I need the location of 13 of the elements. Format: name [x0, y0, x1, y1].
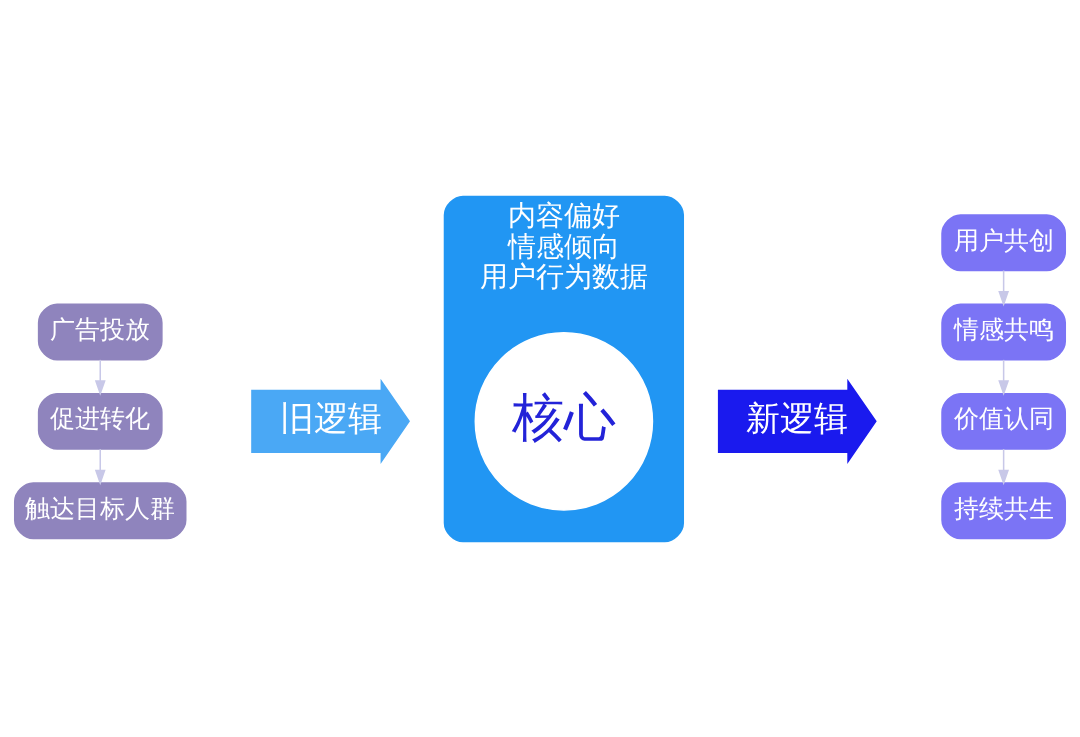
arrow — [94, 447, 106, 485]
arrow — [998, 358, 1010, 396]
node-box: 用户共创 — [941, 213, 1066, 271]
node-box: 价值认同 — [941, 392, 1066, 450]
node-box: 广告投放 — [37, 303, 163, 361]
node-box: 触达目标人群 — [14, 481, 187, 539]
node-box: 促进转化 — [37, 392, 163, 450]
arrow — [998, 447, 1010, 485]
arrow — [998, 269, 1010, 306]
arrow — [94, 358, 106, 396]
node-box: 持续共生 — [941, 481, 1066, 539]
node-circle: 核心 — [474, 331, 654, 511]
node-box: 情感共鸣 — [941, 303, 1066, 361]
